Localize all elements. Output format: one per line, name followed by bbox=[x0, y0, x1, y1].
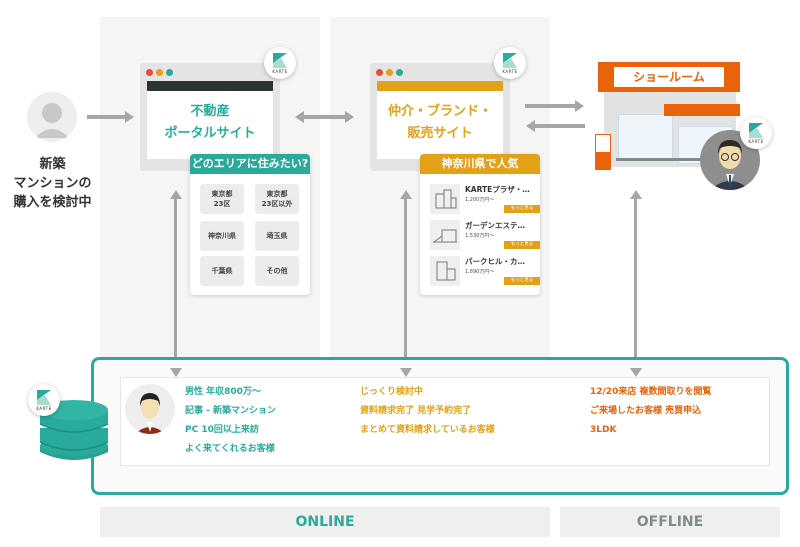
attribute-line: 3LDK bbox=[590, 425, 617, 435]
flag-icon bbox=[595, 134, 611, 170]
attribute-line: よく来てくれるお客様 bbox=[185, 444, 275, 454]
offline-label: OFFLINE bbox=[560, 507, 780, 537]
title-line: 仲介・ブランド・ bbox=[387, 104, 492, 119]
brand-site-title: 仲介・ブランド・ 販売サイト bbox=[377, 101, 503, 145]
karte-badge-showroom: KARTE bbox=[740, 117, 772, 149]
house-icon bbox=[430, 220, 460, 250]
property-name: ガーデンエステ… bbox=[465, 221, 525, 230]
karte-label: KARTE bbox=[272, 69, 288, 74]
karte-badge-brand: KARTE bbox=[494, 47, 526, 79]
karte-logo-icon bbox=[37, 390, 51, 405]
property-name: パークヒル・カ… bbox=[465, 257, 525, 266]
area-option-chiba[interactable]: 千葉県 bbox=[200, 256, 244, 286]
area-option-saitama[interactable]: 埼玉県 bbox=[255, 221, 299, 251]
customer-label: 新築 マンションの 購入を検討中 bbox=[5, 155, 100, 212]
area-option-other[interactable]: その他 bbox=[255, 256, 299, 286]
customer-label-line: マンションの bbox=[13, 176, 92, 191]
apartment-icon bbox=[430, 256, 460, 286]
arrow-showroom-to-brand bbox=[535, 124, 585, 128]
arrow-head-left-icon bbox=[526, 120, 535, 132]
customer-label-line: 購入を検討中 bbox=[13, 195, 92, 210]
staff-person-icon bbox=[710, 140, 750, 190]
property-name: KARTEプラザ・… bbox=[465, 185, 530, 194]
arrow-head-right-icon bbox=[345, 111, 354, 123]
title-line: ポータルサイト bbox=[164, 126, 256, 141]
karte-logo-icon bbox=[273, 53, 287, 68]
arrow-head-icon bbox=[125, 111, 134, 123]
karte-badge-portal: KARTE bbox=[264, 47, 296, 79]
window-minimize-dot bbox=[156, 69, 163, 76]
arrow-head-left-icon bbox=[295, 111, 304, 123]
karte-logo-icon bbox=[503, 53, 517, 68]
property-item[interactable]: ガーデンエステ… 1,530万円～ もっと見る bbox=[430, 220, 540, 250]
arrow-head-up-icon bbox=[630, 190, 642, 199]
offline-attributes: 12/20来店 複数間取りを閲覧 ご来場したお客様 売買申込 3LDK bbox=[590, 383, 711, 440]
attribute-line: じっくり検討中 bbox=[360, 387, 424, 397]
brand-site-window: 仲介・ブランド・ 販売サイト bbox=[370, 63, 510, 171]
property-item[interactable]: パークヒル・カ… 1,890万円～ もっと見る bbox=[430, 256, 540, 286]
attribute-line: ご来場したお客様 売買申込 bbox=[590, 406, 702, 416]
online-portal-attributes: 男性 年収800万〜 記事 - 新築マンション PC 10回以上来訪 よく来てく… bbox=[185, 383, 276, 459]
title-line: 販売サイト bbox=[407, 126, 473, 141]
karte-label: KARTE bbox=[36, 406, 52, 411]
connector-brand bbox=[404, 198, 407, 370]
area-option-kanagawa[interactable]: 神奈川県 bbox=[200, 221, 244, 251]
showroom-sign: ショールーム bbox=[614, 67, 724, 87]
karte-logo-icon bbox=[749, 123, 763, 138]
profile-card bbox=[120, 377, 770, 466]
arrow-head-right-icon bbox=[575, 100, 584, 112]
more-button[interactable]: もっと見る bbox=[504, 241, 540, 249]
attribute-line: 資料請求完了 見学予約完了 bbox=[360, 406, 472, 416]
person-icon bbox=[135, 393, 165, 434]
property-price: 1,890万円～ bbox=[465, 269, 495, 275]
attribute-line: 記事 - 新築マンション bbox=[185, 406, 277, 416]
area-card-title: どのエリアに住みたい? bbox=[190, 154, 310, 174]
arrow-head-up-icon bbox=[400, 190, 412, 199]
database-icon bbox=[38, 396, 110, 462]
person-silhouette-icon bbox=[35, 103, 69, 138]
connector-showroom bbox=[634, 198, 637, 370]
arrow-head-up-icon bbox=[170, 190, 182, 199]
property-price: 1,530万円～ bbox=[465, 233, 495, 239]
arrow-customer-to-portal bbox=[87, 115, 127, 119]
window-minimize-dot bbox=[386, 69, 393, 76]
portal-site-title: 不動産 ポータルサイト bbox=[147, 101, 273, 145]
arrow-head-down-icon bbox=[170, 368, 182, 377]
karte-label: KARTE bbox=[502, 69, 518, 74]
more-button[interactable]: もっと見る bbox=[504, 205, 540, 213]
customer-profile-avatar bbox=[125, 384, 175, 434]
arrow-head-down-icon bbox=[400, 368, 412, 377]
window-maximize-dot bbox=[396, 69, 403, 76]
karte-label: KARTE bbox=[748, 139, 764, 144]
header-bar bbox=[147, 81, 273, 91]
arrow-portal-brand bbox=[302, 115, 346, 119]
window-close-dot bbox=[146, 69, 153, 76]
customer-avatar bbox=[27, 92, 77, 142]
popular-properties-card: 神奈川県で人気 KARTEプラザ・… 1,200万円～ もっと見る ガーデンエス… bbox=[420, 154, 540, 295]
karte-badge-database: KARTE bbox=[28, 384, 60, 416]
arrow-head-down-icon bbox=[630, 368, 642, 377]
window-maximize-dot bbox=[166, 69, 173, 76]
portal-site-window: 不動産 ポータルサイト bbox=[140, 63, 280, 171]
attribute-line: 12/20来店 複数間取りを閲覧 bbox=[590, 387, 712, 397]
title-line: 不動産 bbox=[190, 104, 230, 119]
attribute-line: PC 10回以上来訪 bbox=[185, 425, 259, 435]
brand-site-attributes: じっくり検討中 資料請求完了 見学予約完了 まとめて資料請求しているお客様 bbox=[360, 383, 495, 440]
popular-card-title: 神奈川県で人気 bbox=[420, 154, 540, 174]
connector-portal bbox=[174, 198, 177, 370]
property-item[interactable]: KARTEプラザ・… 1,200万円～ もっと見る bbox=[430, 184, 540, 214]
header-bar bbox=[377, 81, 503, 91]
arrow-brand-to-showroom bbox=[525, 104, 575, 108]
attribute-line: まとめて資料請求しているお客様 bbox=[360, 425, 495, 435]
window-close-dot bbox=[376, 69, 383, 76]
attribute-line: 男性 年収800万〜 bbox=[185, 387, 261, 397]
customer-label-line: 新築 bbox=[39, 157, 66, 172]
property-price: 1,200万円～ bbox=[465, 197, 495, 203]
more-button[interactable]: もっと見る bbox=[504, 277, 540, 285]
online-label: ONLINE bbox=[100, 507, 550, 537]
building-icon bbox=[430, 184, 460, 214]
